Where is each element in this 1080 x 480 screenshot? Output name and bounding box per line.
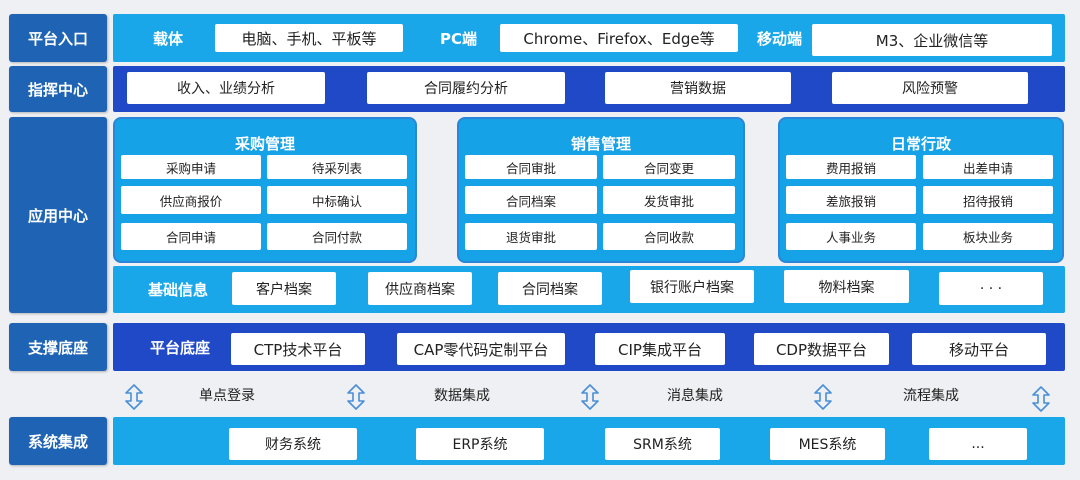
integration-method: 流程集成 xyxy=(903,388,959,404)
up-down-arrow-icon xyxy=(813,384,833,410)
up-down-arrow-icon xyxy=(346,384,366,410)
carrier-label: 载体 xyxy=(153,29,184,48)
up-down-arrow-icon xyxy=(580,384,600,410)
sales-item: 合同收款 xyxy=(603,223,735,250)
admin-item: 出差申请 xyxy=(923,155,1053,179)
command-item: 营销数据 xyxy=(605,72,791,104)
mobile-label: 移动端 xyxy=(757,29,803,48)
basic-info-item: 合同档案 xyxy=(498,272,602,305)
support-item: CDP数据平台 xyxy=(754,333,889,365)
layer-label-system-integration: 系统集成 xyxy=(9,417,107,465)
purchase-item: 待采列表 xyxy=(267,155,407,179)
basic-info-item: 银行账户档案 xyxy=(630,270,754,303)
platform-base-label: 平台底座 xyxy=(150,338,211,357)
sales-item: 退货审批 xyxy=(465,223,597,250)
up-down-arrow-icon xyxy=(124,384,144,410)
system-item: MES系统 xyxy=(770,428,885,460)
pc-value: Chrome、Firefox、Edge等 xyxy=(500,24,738,52)
layer-label-command-center: 指挥中心 xyxy=(9,66,107,112)
mobile-value: M3、企业微信等 xyxy=(812,24,1052,56)
purchase-item: 中标确认 xyxy=(267,186,407,214)
admin-item: 招待报销 xyxy=(923,186,1053,214)
basic-info-item: 物料档案 xyxy=(784,270,909,303)
pc-label: PC端 xyxy=(440,29,478,48)
support-item: CIP集成平台 xyxy=(595,333,725,365)
basic-info-item: 客户档案 xyxy=(232,272,336,305)
purchase-management-title: 采购管理 xyxy=(234,135,295,153)
layer-label-platform-entry: 平台入口 xyxy=(9,14,107,62)
support-item: 移动平台 xyxy=(912,333,1046,365)
support-item: CTP技术平台 xyxy=(231,333,365,365)
command-item: 风险预警 xyxy=(832,72,1028,104)
command-item: 收入、业绩分析 xyxy=(127,72,325,104)
sales-item: 合同变更 xyxy=(603,155,735,179)
system-item: ... xyxy=(929,428,1027,460)
basic-info-item: 供应商档案 xyxy=(368,272,472,305)
system-item: ERP系统 xyxy=(416,428,544,460)
layer-label-app-center: 应用中心 xyxy=(9,117,107,313)
carrier-value: 电脑、手机、平板等 xyxy=(215,24,403,52)
daily-admin-title: 日常行政 xyxy=(890,135,951,153)
integration-method: 单点登录 xyxy=(199,388,255,404)
system-item: 财务系统 xyxy=(229,428,357,460)
sales-item: 合同审批 xyxy=(465,155,597,179)
sales-item: 发货审批 xyxy=(603,186,735,214)
sales-item: 合同档案 xyxy=(465,186,597,214)
admin-item: 费用报销 xyxy=(786,155,916,179)
layer-label-support-base: 支撑底座 xyxy=(9,323,107,371)
support-item: CAP零代码定制平台 xyxy=(397,333,565,365)
sales-management-title: 销售管理 xyxy=(570,135,631,153)
integration-method: 数据集成 xyxy=(434,388,490,404)
command-item: 合同履约分析 xyxy=(367,72,565,104)
purchase-item: 合同申请 xyxy=(121,223,261,250)
purchase-item: 采购申请 xyxy=(121,155,261,179)
purchase-item: 供应商报价 xyxy=(121,186,261,214)
purchase-item: 合同付款 xyxy=(267,223,407,250)
up-down-arrow-icon xyxy=(1031,386,1051,412)
admin-item: 差旅报销 xyxy=(786,186,916,214)
admin-item: 板块业务 xyxy=(923,223,1053,250)
admin-item: 人事业务 xyxy=(786,223,916,250)
basic-info-item: · · · xyxy=(939,272,1043,305)
integration-method: 消息集成 xyxy=(667,388,723,404)
system-item: SRM系统 xyxy=(605,428,720,460)
basic-info-label: 基础信息 xyxy=(148,281,209,299)
